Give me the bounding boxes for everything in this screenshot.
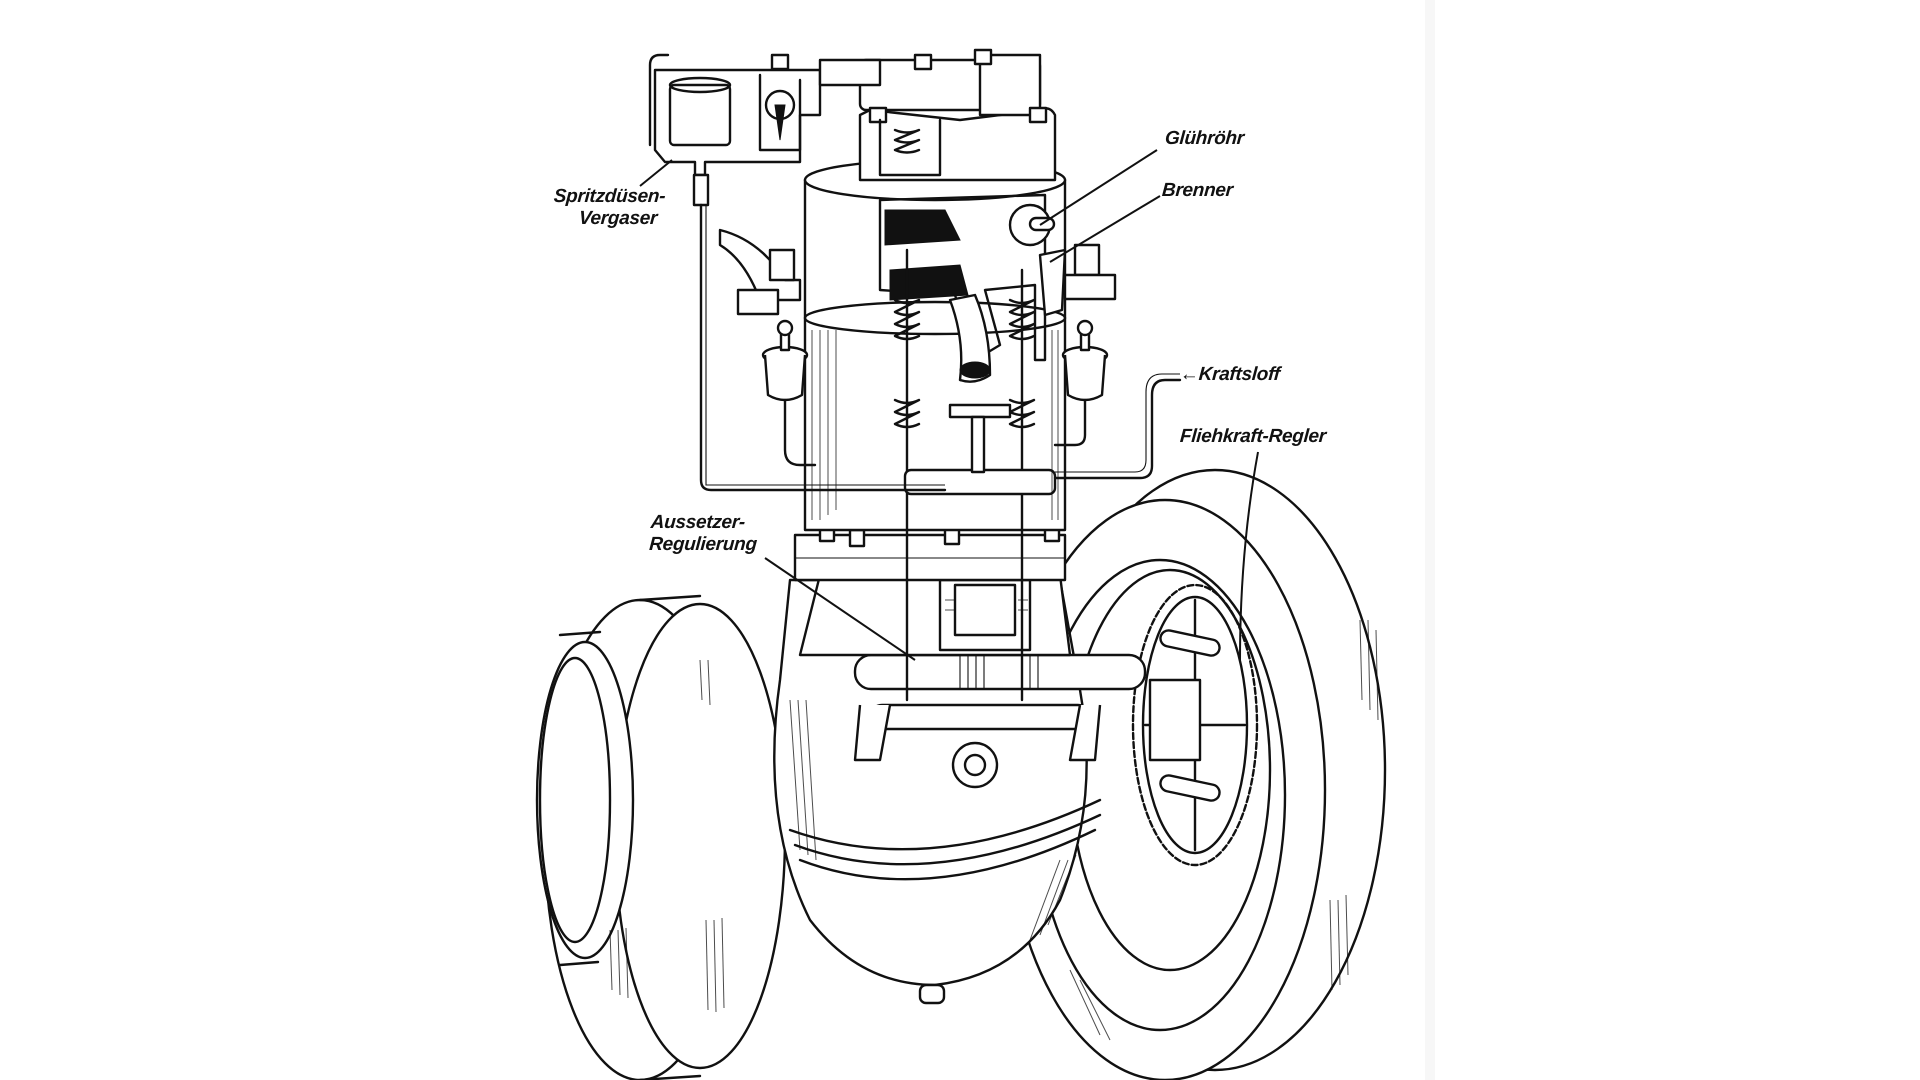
label-fuel-text: Kraftsloff bbox=[1198, 364, 1281, 385]
leader-lines bbox=[639, 149, 1259, 661]
label-carburetor: Spritzdüsen- Vergaser bbox=[551, 186, 666, 230]
leader-governor bbox=[1239, 451, 1259, 661]
lubricator-right bbox=[1053, 319, 1109, 447]
frame bbox=[798, 573, 1072, 657]
label-skip-control: Aussetzer- Regulierung bbox=[648, 512, 759, 556]
label-carburetor-line1: Spritzdüsen- bbox=[553, 186, 667, 207]
oil-cup-right bbox=[1063, 243, 1117, 301]
cylinder bbox=[803, 158, 1067, 702]
camshaft bbox=[853, 653, 1147, 762]
leader-carburetor bbox=[639, 159, 673, 187]
arrow-left-icon: ← bbox=[1179, 364, 1200, 385]
cylinder-head bbox=[770, 48, 1057, 182]
fuel-inlet-pipe bbox=[1053, 373, 1182, 480]
oil-cup-left bbox=[718, 228, 802, 316]
leader-glow-tube bbox=[1039, 149, 1158, 226]
label-burner: Brenner bbox=[1161, 180, 1234, 201]
label-skip-control-line2: Regulierung bbox=[648, 534, 758, 555]
leader-skip-control bbox=[764, 557, 916, 661]
lubricator-left bbox=[761, 319, 817, 467]
label-glow-tube: Glühröhr bbox=[1164, 128, 1245, 149]
edge-band bbox=[1425, 0, 1435, 1080]
belt-pulley bbox=[535, 594, 787, 1080]
leader-burner bbox=[1049, 195, 1161, 263]
label-skip-control-line1: Aussetzer- bbox=[650, 512, 746, 533]
label-fuel: ←Kraftsloff bbox=[1179, 364, 1280, 386]
label-governor: Fliehkraft-Regler bbox=[1179, 426, 1327, 447]
cylinder-flange bbox=[793, 523, 1067, 582]
label-carburetor-line2: Vergaser bbox=[578, 208, 658, 229]
carburetor bbox=[648, 53, 947, 492]
governor-gear bbox=[1131, 583, 1259, 867]
